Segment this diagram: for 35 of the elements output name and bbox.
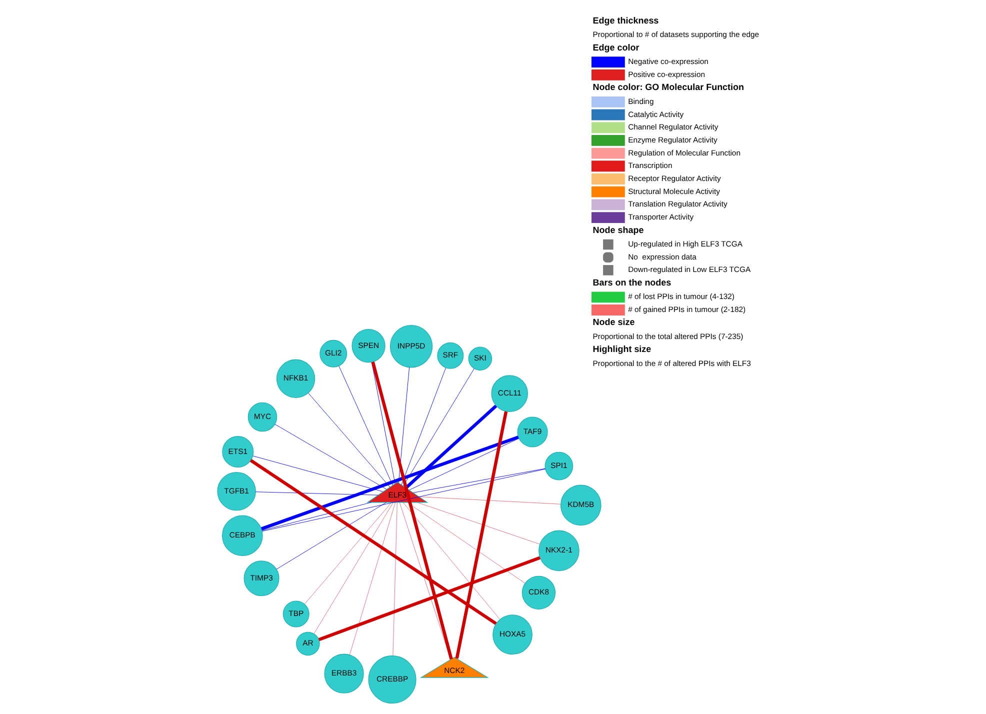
label: Highlight size [592, 344, 652, 354]
connector [371, 362, 453, 660]
connector [455, 411, 508, 659]
connector [338, 366, 393, 486]
connector [392, 502, 398, 656]
connector [318, 556, 540, 642]
connector [260, 436, 519, 530]
label: Edge thickness [592, 15, 659, 26]
connector [262, 468, 546, 532]
connector [255, 492, 378, 496]
connector [250, 459, 497, 625]
connector [402, 502, 500, 620]
connector [404, 404, 498, 489]
label: Bars on the nodes [592, 277, 672, 288]
connector [399, 502, 451, 660]
label: Node color: GO Molecular Function [592, 82, 744, 92]
connector [412, 468, 546, 493]
label: Edge color [592, 42, 640, 52]
connector [402, 368, 474, 486]
connector [401, 368, 446, 486]
connector [418, 496, 561, 504]
connector [262, 502, 372, 531]
connector [398, 367, 410, 484]
connector [274, 424, 387, 490]
connector [308, 392, 390, 488]
label: Node shape [592, 224, 644, 235]
connector [314, 502, 394, 634]
connector [407, 502, 526, 584]
connector [276, 502, 386, 570]
connector [416, 502, 540, 544]
connector [349, 502, 396, 656]
connector [304, 502, 392, 604]
connector [409, 438, 519, 490]
label: Node size [592, 317, 635, 328]
connector [252, 456, 384, 492]
